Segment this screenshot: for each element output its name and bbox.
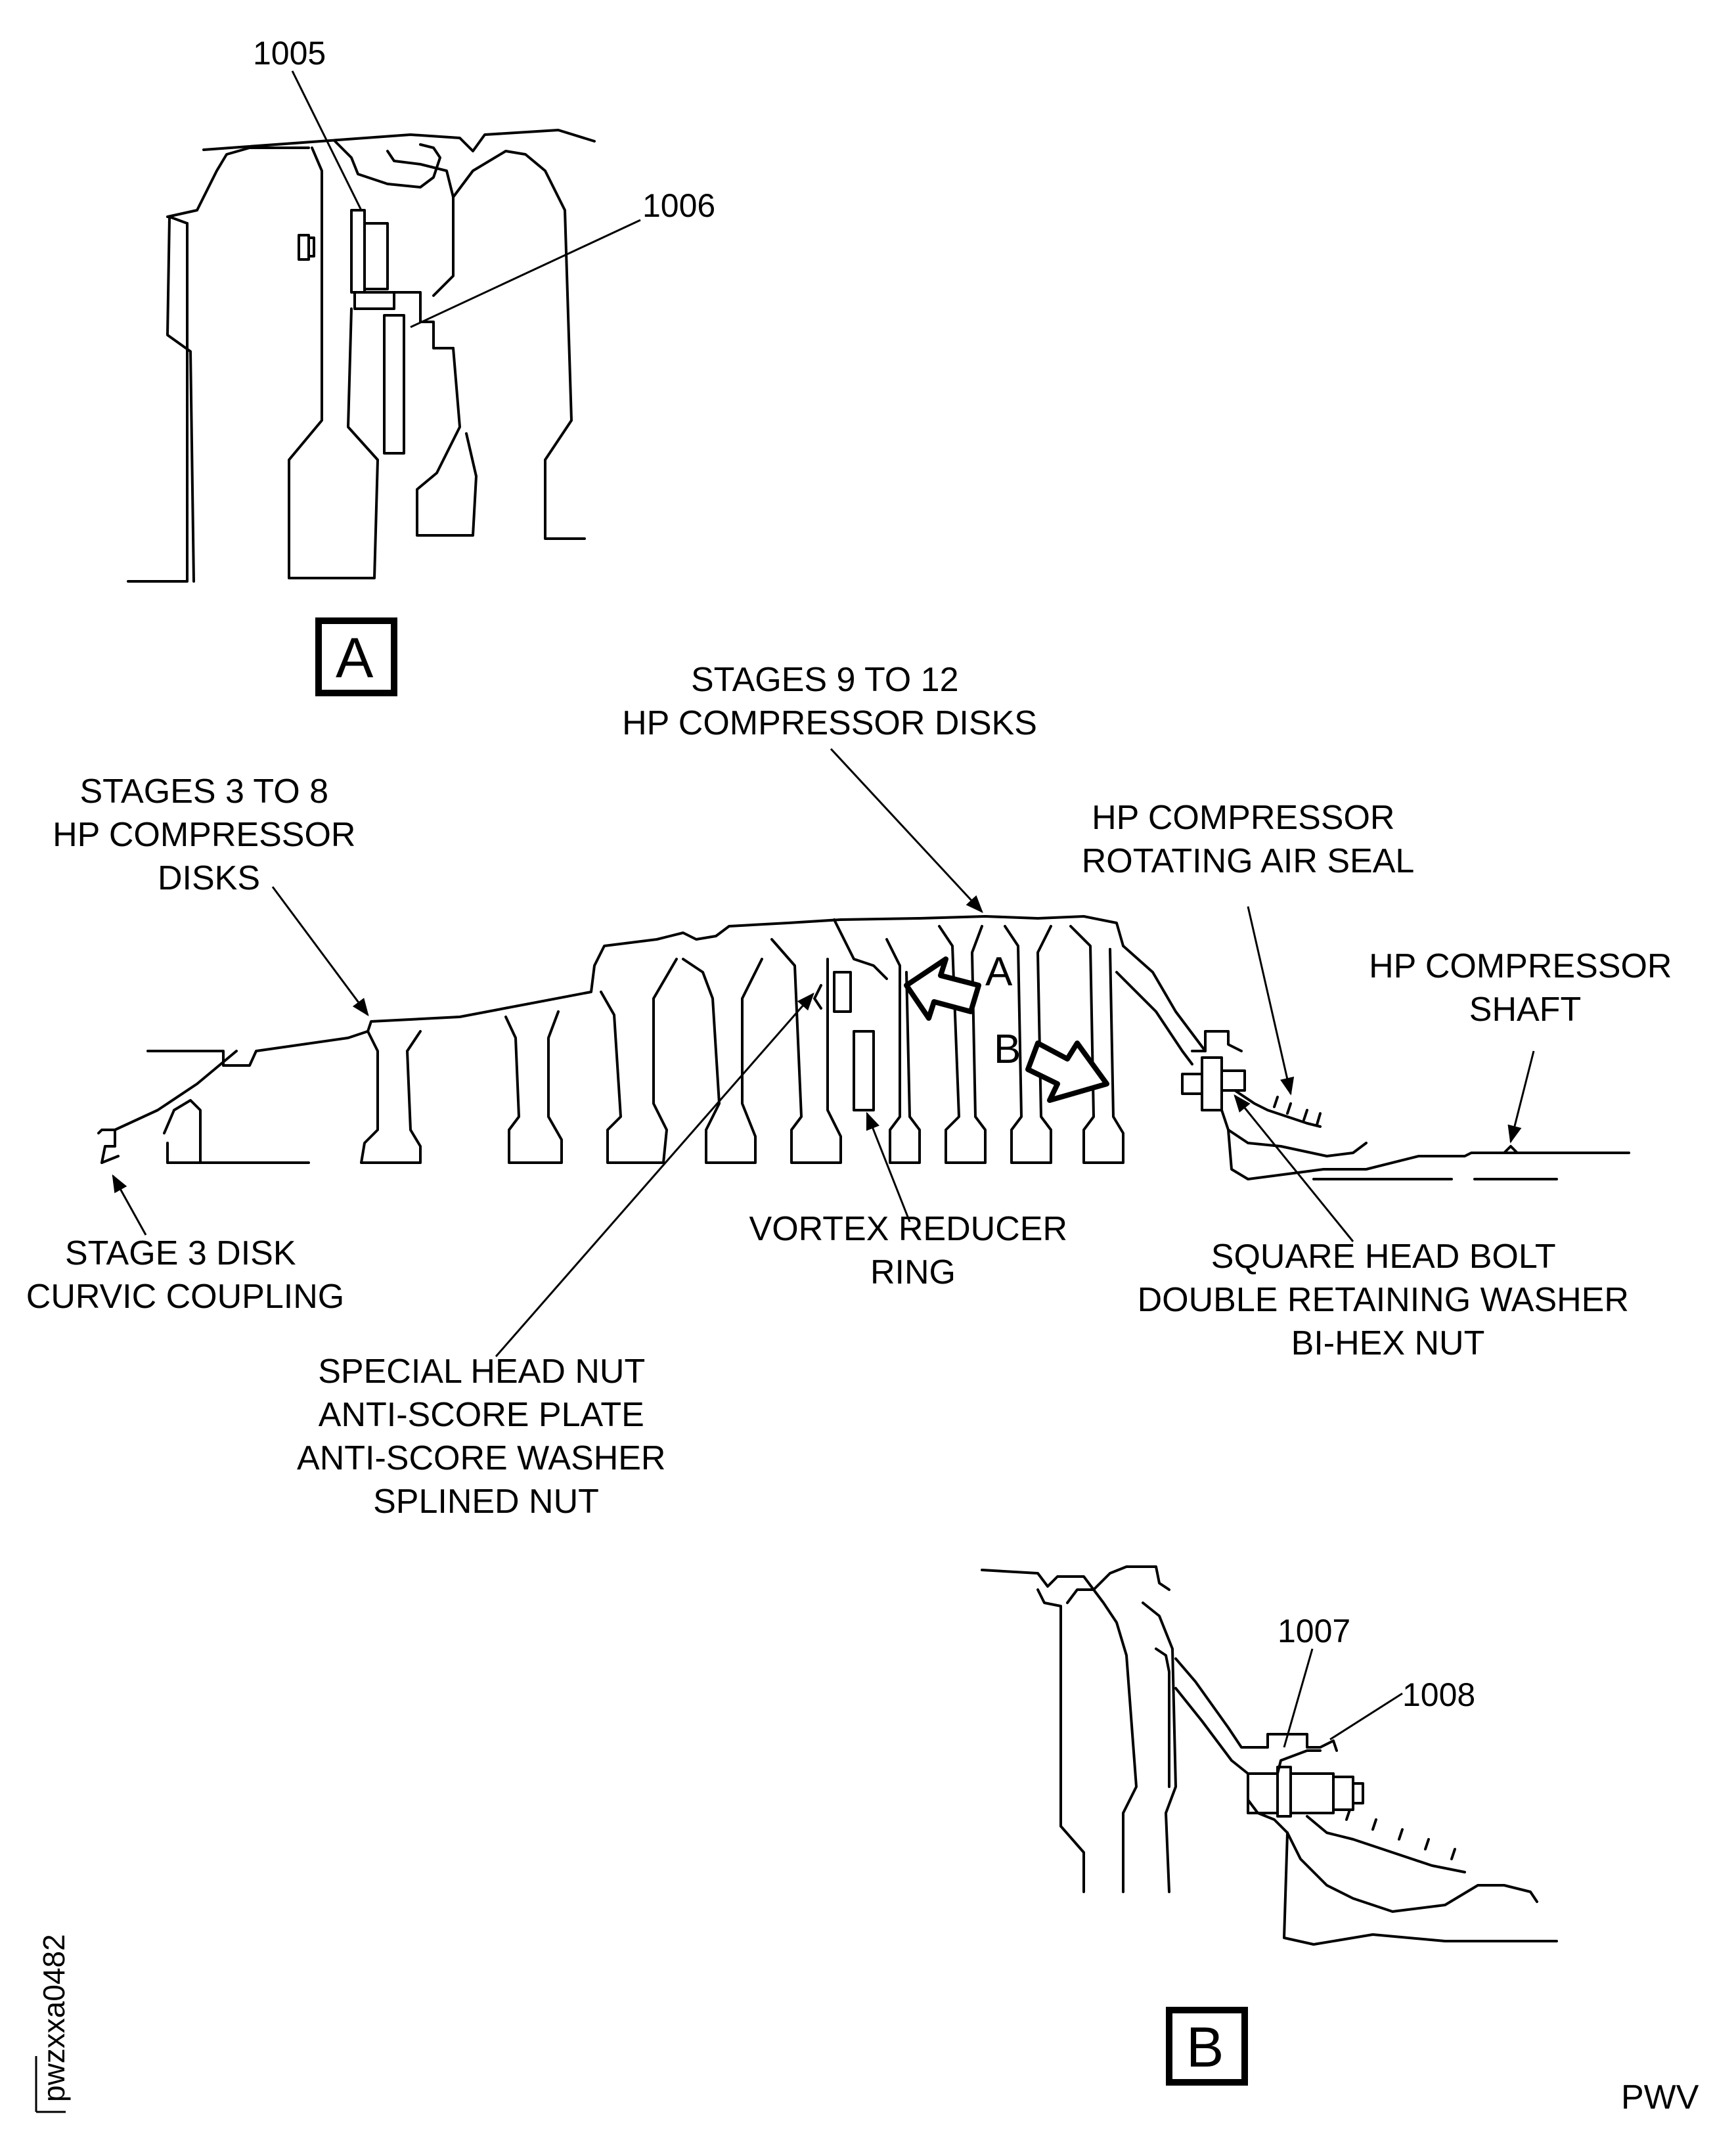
figure-id-bracket	[35, 2056, 66, 2113]
callout-1007: 1007	[1278, 1613, 1350, 1649]
detail-a: 1005 1006 A	[127, 35, 715, 696]
detail-a-label-box	[315, 617, 397, 696]
detail-b: 1007 1008 B	[981, 1565, 1558, 2086]
label-curvic: STAGE 3 DISK CURVIC COUPLING	[26, 1234, 344, 1316]
callout-1006-leader	[410, 219, 641, 328]
detail-a-label: A	[336, 627, 374, 690]
figure-id: pwzxxa0482	[35, 1934, 71, 2113]
footer-code: PWV	[1621, 2078, 1699, 2116]
callout-1008: 1008	[1402, 1676, 1475, 1713]
label-shaft: HP COMPRESSOR SHAFT	[1369, 947, 1681, 1029]
label-stages-3-8: STAGES 3 TO 8 HP COMPRESSOR DISKS	[53, 773, 365, 897]
main-compressor-view	[97, 915, 1630, 1180]
view-arrow-b-label: B	[994, 1027, 1021, 1072]
view-arrows: A B	[904, 949, 1109, 1103]
leader-special-nut	[495, 992, 814, 1357]
view-arrow-b-icon	[1025, 1041, 1109, 1103]
leader-shaft	[1507, 1050, 1535, 1144]
label-vortex: VORTEX REDUCER RING	[749, 1210, 1077, 1291]
leader-curvic	[112, 1174, 147, 1236]
label-air-seal: HP COMPRESSOR ROTATING AIR SEAL	[1082, 799, 1415, 880]
detail-b-label-box	[1166, 2007, 1248, 2086]
view-arrow-a-label: A	[985, 949, 1013, 995]
leader-square-bolt	[1234, 1094, 1354, 1242]
main-view-labels: STAGES 9 TO 12 HP COMPRESSOR DISKS STAGE…	[26, 661, 1681, 1521]
leader-stages-3-8	[271, 886, 369, 1017]
main-view-leaders	[112, 748, 1535, 1357]
leader-air-seal	[1247, 906, 1295, 1096]
leader-vortex	[866, 1111, 911, 1222]
leader-stages-9-12	[830, 748, 983, 913]
callout-1005: 1005	[253, 35, 326, 72]
label-stages-9-12: STAGES 9 TO 12 HP COMPRESSOR DISKS	[622, 661, 1037, 742]
label-square-bolt: SQUARE HEAD BOLT DOUBLE RETAINING WASHER…	[1138, 1238, 1639, 1362]
detail-b-label: B	[1186, 2016, 1224, 2079]
label-special-nut: SPECIAL HEAD NUT ANTI-SCORE PLATE ANTI-S…	[297, 1353, 675, 1521]
callout-1005-leader	[291, 70, 363, 211]
callout-1006: 1006	[642, 187, 715, 224]
view-arrow-a-icon	[904, 956, 981, 1021]
callout-1008-leader	[1329, 1692, 1403, 1741]
callout-1007-leader	[1283, 1648, 1314, 1748]
figure-id-text: pwzxxa0482	[37, 1934, 71, 2102]
